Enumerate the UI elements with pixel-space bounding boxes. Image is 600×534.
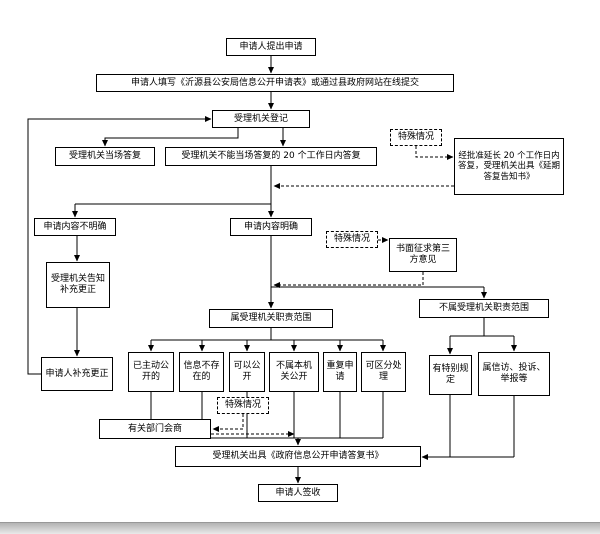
node-third-party-opinion: 书面征求第三方意见: [389, 238, 457, 272]
node-info-not-exist: 信息不存在的: [179, 352, 224, 392]
node-content-unclear: 申请内容不明确: [34, 218, 116, 236]
node-outside-scope: 不属受理机关职责范围: [419, 299, 549, 318]
node-applicant-sign: 申请人签收: [258, 484, 338, 502]
node-repeat-application: 重复申请: [323, 352, 357, 392]
node-reply-within-20-days: 受理机关不能当场答复的 20 个工作日内答复: [165, 147, 377, 166]
node-applicant-supplement: 申请人补充更正: [41, 357, 113, 391]
node-register: 受理机关登记: [212, 110, 310, 128]
window-bottom-bar: [0, 522, 600, 534]
node-within-scope: 属受理机关职责范围: [209, 309, 333, 328]
node-notify-correction: 受理机关告知补充更正: [46, 262, 110, 308]
node-applicant-submit: 申请人提出申请: [226, 38, 316, 56]
node-can-disclose: 可以公开: [229, 352, 265, 392]
node-special-provisions: 有特别规定: [429, 355, 472, 395]
node-special-case-3: 特殊情况: [217, 397, 269, 414]
node-not-this-organ: 不属本机关公开: [269, 352, 319, 392]
node-already-public: 已主动公开的: [128, 352, 174, 392]
node-special-case-1: 特殊情况: [390, 129, 442, 146]
node-fill-form: 申请人填写《沂源县公安局信息公开申请表》或通过县政府网站在线提交: [96, 74, 454, 92]
node-special-case-2: 特殊情况: [326, 231, 378, 248]
node-petition-complaint: 属信访、投诉、举报等: [478, 352, 550, 396]
node-department-consult: 有关部门会商: [99, 419, 211, 439]
node-extension-notice: 经批准延长 20 个工作日内答复，受理机关出具《延期答复告知书》: [454, 138, 564, 195]
node-separable-handling: 可区分处理: [361, 352, 406, 392]
node-content-clear: 申请内容明确: [230, 218, 312, 236]
node-issue-reply-document: 受理机关出具《政府信息公开申请答复书》: [175, 446, 421, 467]
node-reply-on-spot: 受理机关当场答复: [55, 147, 155, 166]
